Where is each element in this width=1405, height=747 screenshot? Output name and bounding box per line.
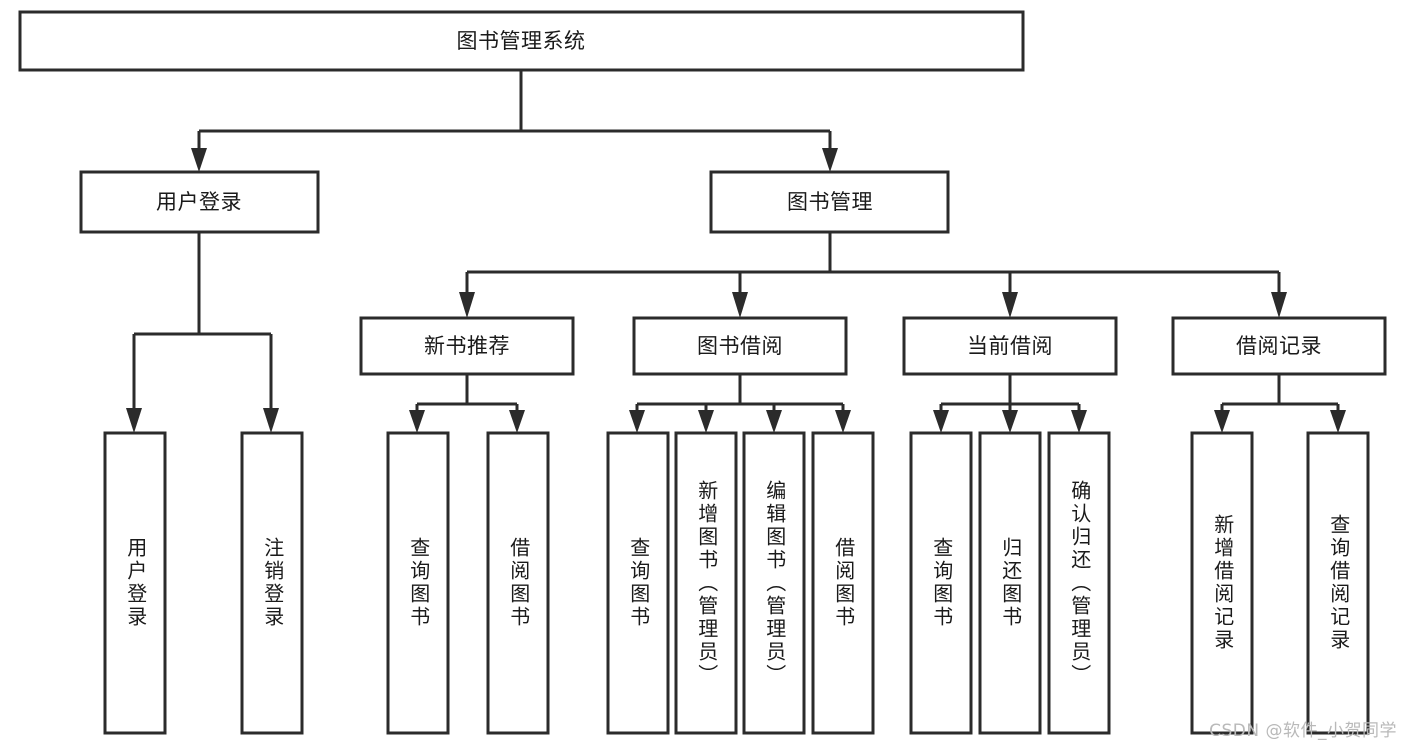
node-box-leaf-bb-borrow-book[interactable] xyxy=(811,431,875,735)
node-box-leaf-nb-query-book[interactable] xyxy=(386,431,450,735)
arrowhead-leaf-logout xyxy=(263,408,279,433)
arrowhead-cb-leaf-3 xyxy=(1071,410,1087,433)
node-box-root[interactable] xyxy=(18,10,1025,72)
arrowhead-cb-leaf-1 xyxy=(933,410,949,433)
node-label-borrow-record: 借阅记录 xyxy=(1236,334,1322,358)
arrowhead-current-borrow xyxy=(1002,292,1018,318)
watermark-text: CSDN @软件_小贺同学 xyxy=(1209,721,1397,741)
arrowhead-br-leaf-1 xyxy=(1214,410,1230,433)
arrowhead-leaf-user-login xyxy=(126,408,142,433)
node-box-leaf-user-login[interactable] xyxy=(103,431,167,735)
arrowhead-book-borrow xyxy=(732,292,748,318)
node-label-root: 图书管理系统 xyxy=(457,29,586,53)
node-label-book-manage: 图书管理 xyxy=(787,190,873,214)
arrowhead-book-manage xyxy=(822,148,838,172)
node-box-leaf-bb-edit-book[interactable] xyxy=(742,431,806,735)
node-box-book-manage[interactable] xyxy=(709,170,950,234)
arrowhead-bb-leaf-2 xyxy=(698,410,714,433)
node-label-user-login: 用户登录 xyxy=(156,190,242,214)
arrowhead-cb-leaf-2 xyxy=(1002,410,1018,433)
node-box-leaf-logout[interactable] xyxy=(240,431,304,735)
arrowhead-bb-leaf-3 xyxy=(766,410,782,433)
node-label-book-borrow: 图书借阅 xyxy=(697,334,783,358)
node-box-user-login[interactable] xyxy=(79,170,320,234)
node-box-current-borrow[interactable] xyxy=(902,316,1118,376)
node-label-current-borrow: 当前借阅 xyxy=(967,334,1053,358)
arrowhead-user-login xyxy=(191,148,207,172)
node-box-book-borrow[interactable] xyxy=(632,316,848,376)
arrowhead-bb-leaf-1 xyxy=(629,410,645,433)
node-box-leaf-cb-return-book[interactable] xyxy=(978,431,1042,735)
node-box-leaf-bb-query-book[interactable] xyxy=(606,431,670,735)
node-box-new-book-recommend[interactable] xyxy=(359,316,575,376)
node-box-leaf-cb-query-book[interactable] xyxy=(909,431,973,735)
arrowhead-new-book-recommend xyxy=(459,292,475,318)
arrowhead-nb-leaf-2 xyxy=(509,410,525,433)
node-box-borrow-record[interactable] xyxy=(1171,316,1387,376)
arrowhead-br-leaf-2 xyxy=(1330,410,1346,433)
arrowhead-bb-leaf-4 xyxy=(835,410,851,433)
arrowhead-borrow-record xyxy=(1271,292,1287,318)
node-label-new-book-recommend: 新书推荐 xyxy=(424,334,510,358)
node-box-leaf-cb-confirm-return[interactable] xyxy=(1047,431,1111,735)
node-box-leaf-bb-add-book[interactable] xyxy=(674,431,738,735)
node-box-leaf-nb-borrow-book[interactable] xyxy=(486,431,550,735)
node-box-leaf-br-query-record[interactable] xyxy=(1306,431,1370,735)
arrowhead-nb-leaf-1 xyxy=(409,410,425,433)
node-box-leaf-br-add-record[interactable] xyxy=(1190,431,1254,735)
